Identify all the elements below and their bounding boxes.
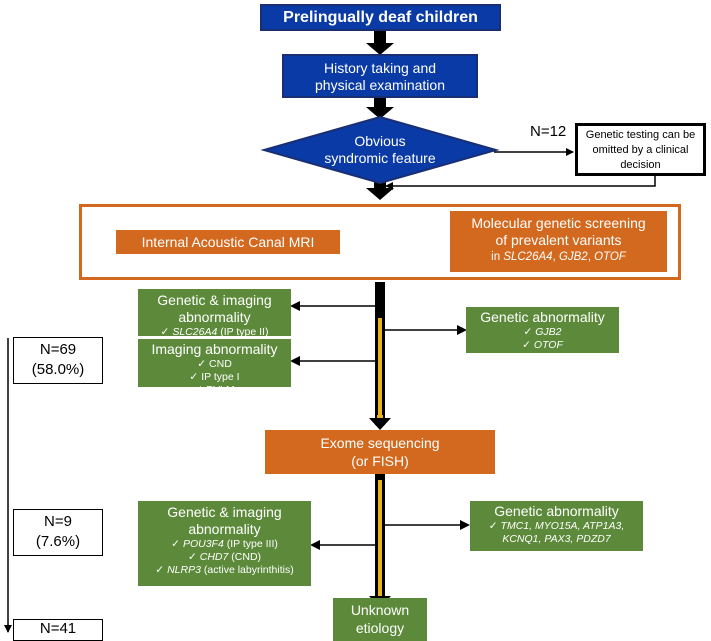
block-arrow-1 [366,29,394,55]
gi2-gene: CHD7 [199,551,229,563]
gi2-gene: POU3F4 [182,538,224,550]
n3-count: N=41 [39,620,77,637]
gen2-node: Genetic abnormality ✓TMC1, MYO15A, ATP1A… [470,501,643,551]
gen2-item-2: KCNQ1, PAX3, PDZD7 [470,533,643,546]
img-item-3: ✓PVLM [138,384,291,397]
gen1-title: Genetic abnormality [480,309,605,325]
gi2-detail: (IP type III) [223,538,278,550]
gen1-node: Genetic abnormality ✓GJB2 ✓OTOF [466,307,619,353]
return-arrow [385,174,656,190]
start-label: Prelingually deaf children [283,9,478,26]
history-label-2: physical examination [315,77,445,93]
gi1-node: Genetic & imaging abnormality ✓SLC26A4 (… [138,289,291,339]
check-icon: ✓ [160,326,170,338]
gi2-items: ✓POU3F4 (IP type III) ✓CHD7 (CND) ✓NLRP3… [138,538,311,577]
n-syndromic-label: N=12 [530,123,567,140]
screening-node: Molecular genetic screening of prevalent… [450,211,667,272]
gen1-item-text: OTOF [533,339,563,351]
gen2-item-text: TMC1, MYO15A, ATP1A3, [500,520,625,532]
omit-label-1: Genetic testing can be [585,129,696,141]
syndromic-node: Obvious syndromic feature [300,133,460,169]
gi1-item: ✓SLC26A4 (IP type II) [138,326,291,339]
gi1-gene: SLC26A4 [172,326,218,338]
check-icon: ✓ [523,326,533,338]
n2-pct: (7.6%) [35,533,81,550]
block-arrow-3 [366,182,394,200]
unknown-label-2: etiology [355,620,405,636]
exome-label-2: (or FISH) [351,453,409,469]
main-trunk-1 [369,282,391,430]
history-node: History taking and physical examination [282,54,478,98]
img-title: Imaging abnormality [151,341,278,357]
n1-box: N=69 (58.0%) [13,337,103,384]
unknown-node: Unknown etiology [333,598,427,641]
screening-genes: in SLC26A4, GJB2, OTOF [491,251,626,263]
gen1-items: ✓GJB2 ✓OTOF [466,326,619,352]
gen1-item-text: GJB2 [535,326,562,338]
omit-label-2: omitted by a clinical [592,144,689,156]
n3-box: N=41 [13,619,103,641]
img-node: Imaging abnormality ✓CND ✓IP type I ✓PVL… [138,339,291,396]
gi2-detail: (CND) [228,551,262,563]
gi2-item-3: ✓NLRP3 (active labyrinthitis) [138,564,311,577]
n2-box: N=9 (7.6%) [13,509,103,556]
screening-in: in [491,251,504,263]
gi2-title-1: Genetic & imaging [167,504,282,520]
exome-label-1: Exome sequencing [320,435,440,451]
check-icon: ✓ [488,520,498,532]
img-items: ✓CND ✓IP type I ✓PVLM [138,358,291,397]
check-icon: ✓ [189,371,199,383]
img-item-text: CND [209,358,232,370]
screening-gene-1: SLC26A4 [503,251,553,263]
gi2-title-2: abnormality [188,521,261,537]
gi1-title-2: abnormality [178,309,251,325]
unknown-label-1: Unknown [350,602,410,618]
check-icon: ✓ [171,538,180,550]
syndromic-label-2: syndromic feature [324,150,436,166]
block-arrow-2 [366,97,394,119]
img-item-2: ✓IP type I [138,371,291,384]
screening-label-2: of prevalent variants [495,232,622,248]
gi2-item-2: ✓CHD7 (CND) [138,551,311,564]
gen2-title: Genetic abnormality [494,503,619,519]
gen1-item-1: ✓GJB2 [466,326,619,339]
check-icon: ✓ [197,358,207,370]
start-node: Prelingually deaf children [260,4,501,31]
check-icon: ✓ [187,551,197,563]
mri-node: Internal Acoustic Canal MRI [116,230,340,254]
screening-gene-3: OTOF [594,251,626,263]
gi2-gene: NLRP3 [167,564,201,576]
gen2-items: ✓TMC1, MYO15A, ATP1A3, KCNQ1, PAX3, PDZD… [470,520,643,546]
check-icon: ✓ [155,564,165,576]
screening-gene-2: GJB2 [558,251,588,263]
img-item-text: PVLM [206,384,235,396]
gen2-item-1: ✓TMC1, MYO15A, ATP1A3, [470,520,643,533]
gi1-title-1: Genetic & imaging [157,292,272,308]
gen1-item-2: ✓OTOF [466,339,619,352]
check-icon: ✓ [522,339,531,351]
gi2-detail: (active labyrinthitis) [200,564,294,576]
gi2-node: Genetic & imaging abnormality ✓POU3F4 (I… [138,501,311,586]
gen2-item-text: KCNQ1, PAX3, PDZD7 [502,533,611,545]
n1-pct: (58.0%) [31,361,85,378]
check-icon: ✓ [194,384,204,396]
omit-testing-box: Genetic testing can be omitted by a clin… [575,123,706,176]
n1-count: N=69 [39,341,77,358]
syndromic-label-1: Obvious [354,133,406,149]
screening-label-1: Molecular genetic screening [471,215,646,231]
mri-label: Internal Acoustic Canal MRI [141,234,315,250]
gi2-item-1: ✓POU3F4 (IP type III) [138,538,311,551]
exome-node: Exome sequencing (or FISH) [265,430,495,474]
n2-count: N=9 [44,513,72,530]
gi1-detail: (IP type II) [217,326,269,338]
img-item-1: ✓CND [138,358,291,371]
img-item-text: IP type I [201,371,240,383]
history-label-1: History taking and [323,60,437,76]
omit-label-3: decision [620,159,661,171]
